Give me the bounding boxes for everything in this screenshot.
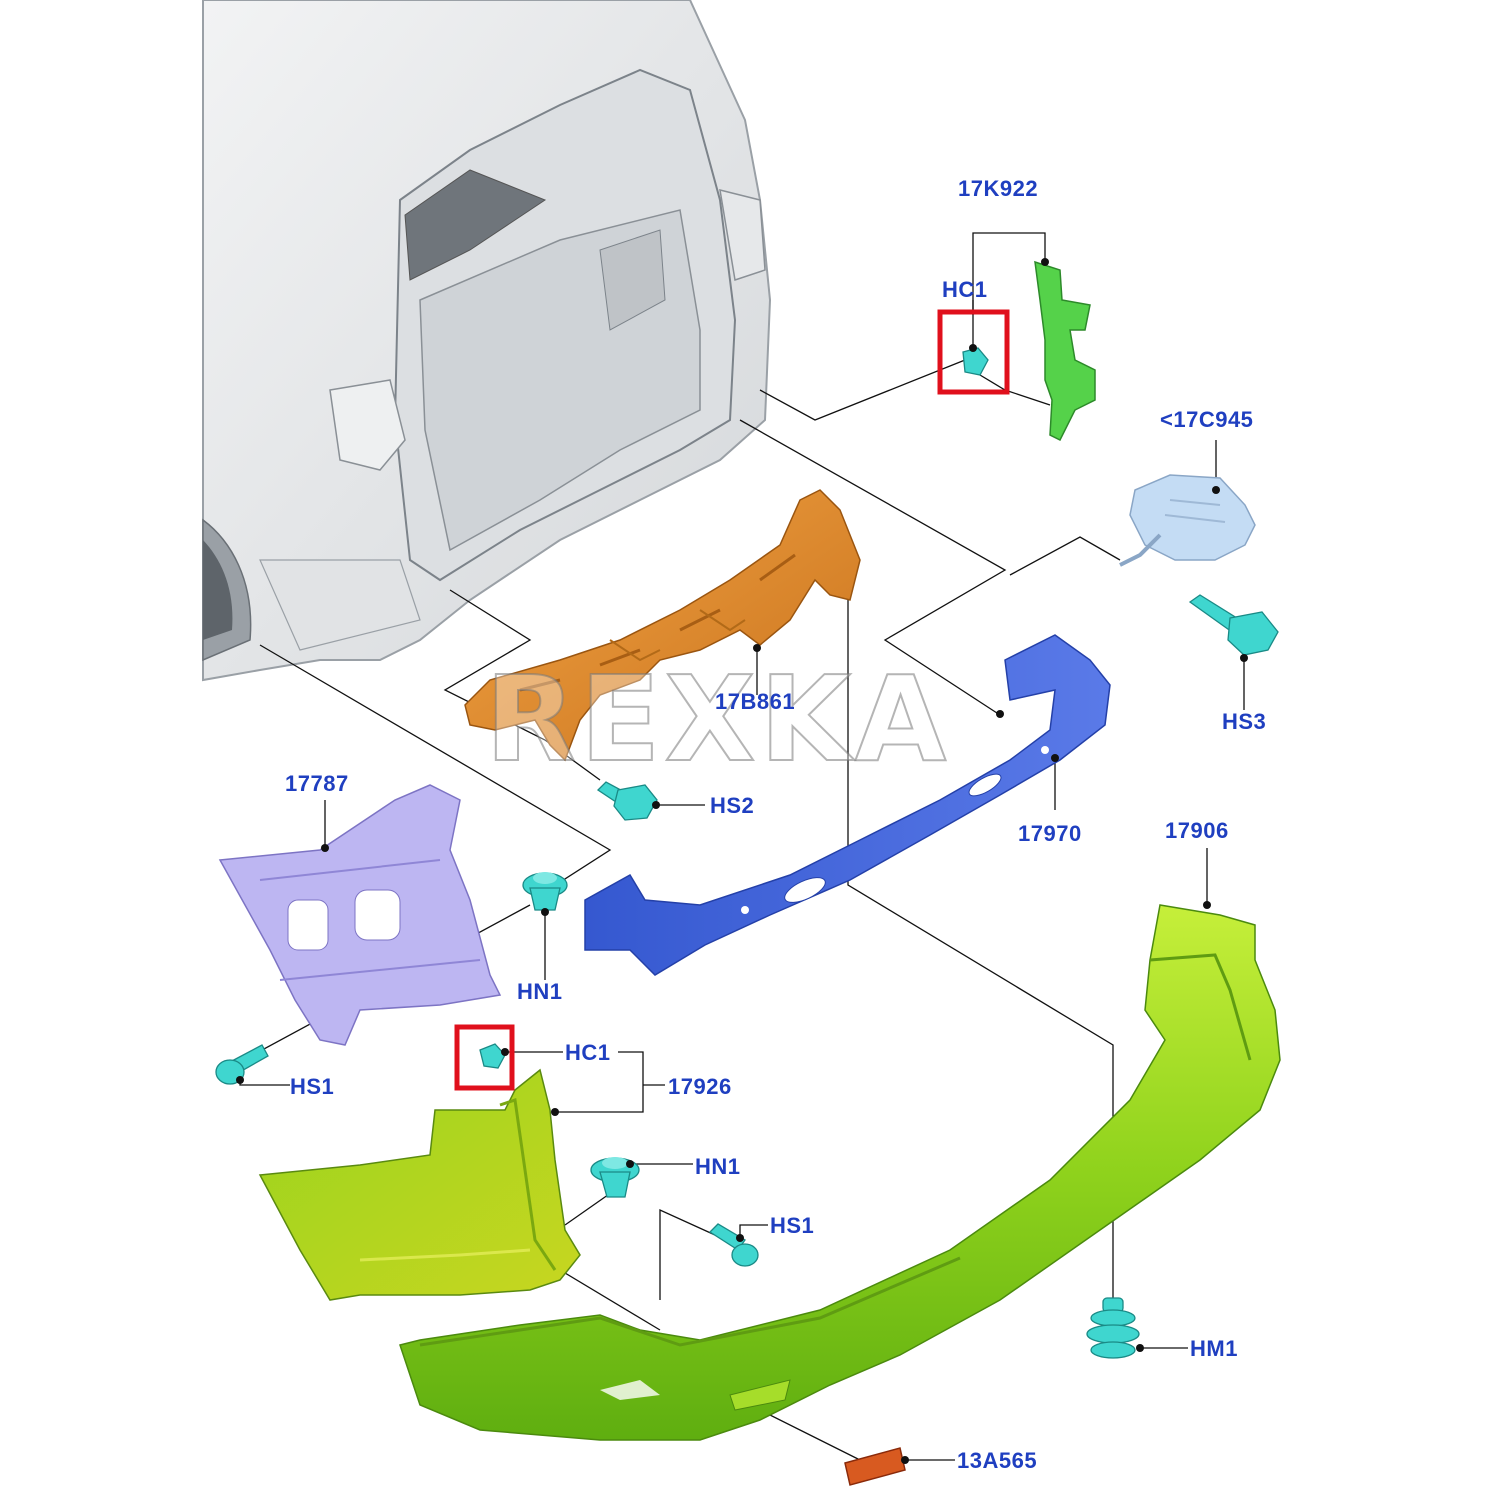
part-17k922 [1034,260,1096,442]
fastener-hn1-a [522,872,568,911]
label-17926: 17926 [668,1074,732,1099]
fastener-hs1-b [708,1223,759,1267]
label-17c945: <17C945 [1160,407,1254,432]
label-hn1-a: HN1 [517,979,563,1004]
part-17906 [399,904,1281,1441]
leader-cover-to-bumper [559,1269,661,1331]
label-17906: 17906 [1165,818,1229,843]
label-hc1-bottom: HC1 [565,1040,611,1065]
part-17970 [584,634,1111,976]
part-17c945 [1119,474,1256,567]
label-17b861: 17B861 [715,689,796,714]
part-17787 [218,784,502,1046]
fastener-hs3 [1188,594,1279,656]
leader-hs1-a [239,1078,290,1086]
label-hn1-b: HN1 [695,1154,741,1179]
fastener-hm1 [1086,1297,1140,1359]
fastener-hs2 [596,781,658,821]
fastener-hc1-bottom [479,1043,506,1069]
vehicle-body [202,0,772,682]
leader-17926-bracket [555,1051,644,1113]
label-17970: 17970 [1018,821,1082,846]
label-17k922: 17K922 [958,176,1039,201]
leader-body-to-beam [739,419,1007,716]
leader-hs1-b-to-bumper [659,1208,716,1300]
leader-hc1-top-to-body [759,359,966,421]
label-hm1: HM1 [1190,1336,1238,1361]
leader-17k922 [972,232,1046,315]
part-13a565 [844,1447,906,1486]
fastener-hc1-top [962,347,989,376]
part-17b861 [464,489,861,762]
leader-hs3-to-bracket [1009,536,1121,576]
fastener-hn1-b [590,1157,640,1198]
highlight-box-hc1-bottom [454,1024,515,1091]
label-hs2: HS2 [710,793,755,818]
label-13a565: 13A565 [957,1448,1038,1473]
label-hc1-top: HC1 [942,277,988,302]
label-17787: 17787 [285,771,349,796]
label-hs3: HS3 [1222,709,1267,734]
leader-dots [236,258,1248,1464]
watermark: REXKA [484,649,951,789]
part-17926 [258,1068,581,1301]
label-hs1-b: HS1 [770,1213,815,1238]
leader-hs1-b [739,1224,768,1240]
label-hs1-a: HS1 [290,1074,335,1099]
highlight-box-hc1-top [937,309,1010,395]
